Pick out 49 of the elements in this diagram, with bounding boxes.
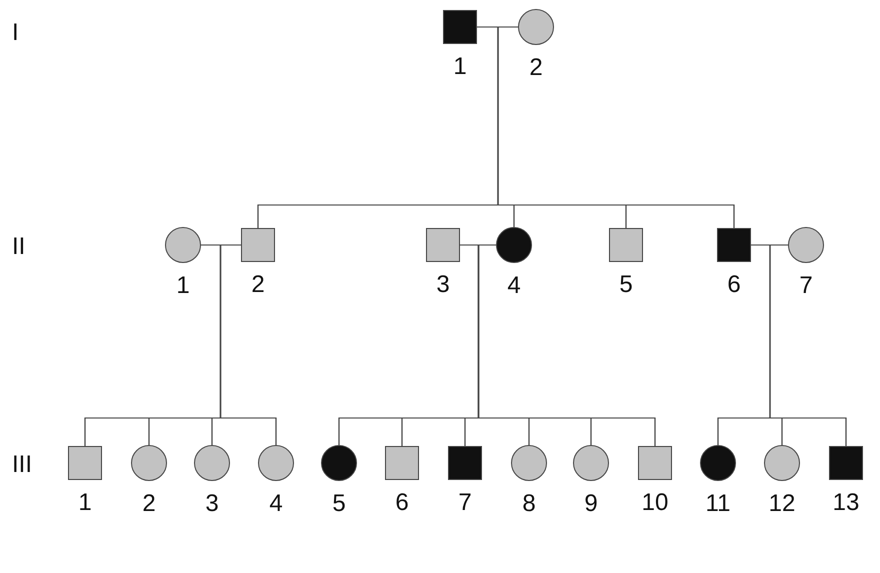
male-symbol [443, 10, 477, 44]
female-symbol [573, 445, 609, 481]
individual-number: 4 [507, 273, 521, 299]
male-symbol [385, 446, 419, 480]
male-symbol [241, 228, 275, 262]
female-symbol [258, 445, 294, 481]
individual-number: 6 [727, 272, 741, 298]
female-symbol [165, 227, 201, 263]
individual-number: 11 [706, 491, 730, 517]
male-symbol [426, 228, 460, 262]
individual-number: 2 [529, 55, 543, 81]
female-symbol [700, 445, 736, 481]
individual-number: 5 [619, 272, 633, 298]
individual-number: 2 [142, 491, 156, 517]
male-symbol [448, 446, 482, 480]
generation-label: II [12, 234, 26, 260]
individual-number: 12 [768, 491, 796, 517]
individual-number: 2 [251, 272, 265, 298]
individual-number: 1 [176, 273, 190, 299]
male-symbol [717, 228, 751, 262]
individual-number: 7 [799, 273, 813, 299]
male-symbol [609, 228, 643, 262]
female-symbol [764, 445, 800, 481]
individual-number: 5 [332, 491, 346, 517]
individual-number: 1 [78, 490, 92, 516]
female-symbol [496, 227, 532, 263]
female-symbol [511, 445, 547, 481]
generation-label: III [12, 452, 32, 478]
descent-line [220, 244, 277, 445]
individual-number: 10 [642, 490, 668, 516]
individual-number: 3 [205, 491, 219, 517]
individual-number: 9 [584, 491, 598, 517]
male-symbol [829, 446, 863, 480]
generation-label: I [12, 20, 19, 46]
individual-number: 8 [522, 491, 536, 517]
male-symbol [638, 446, 672, 480]
individual-number: 3 [436, 272, 450, 298]
individual-number: 13 [832, 490, 860, 516]
female-symbol [194, 445, 230, 481]
individual-number: 7 [458, 490, 472, 516]
descent-line [769, 244, 847, 446]
female-symbol [321, 445, 357, 481]
female-symbol [518, 9, 554, 45]
individual-number: 1 [453, 54, 467, 80]
male-symbol [68, 446, 102, 480]
individual-number: 6 [395, 490, 409, 516]
female-symbol [131, 445, 167, 481]
individual-number: 4 [269, 491, 283, 517]
female-symbol [788, 227, 824, 263]
